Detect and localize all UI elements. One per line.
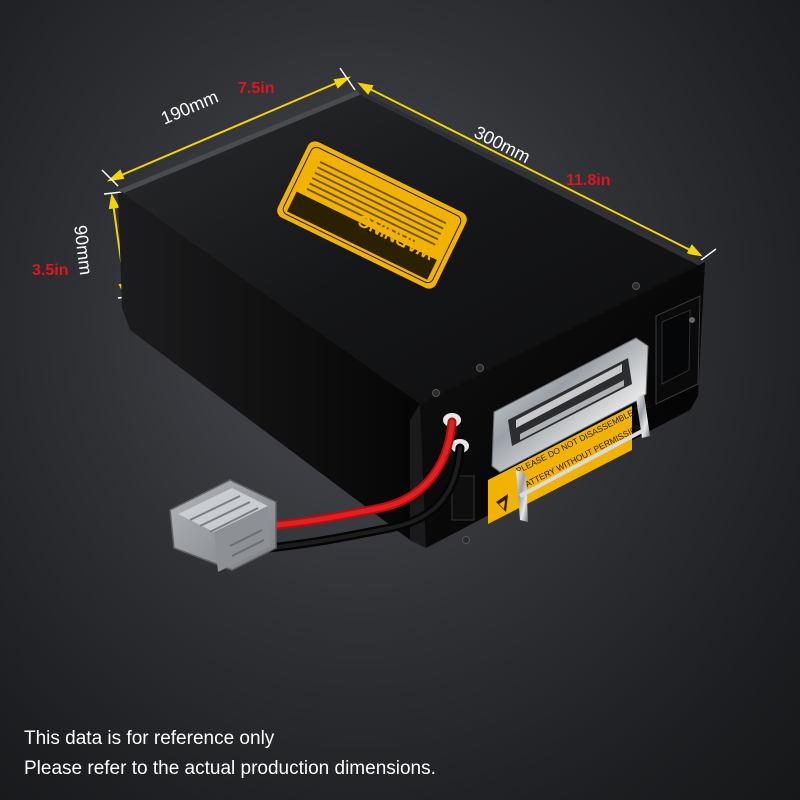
caption-line-2: Please refer to the actual production di… <box>24 758 436 779</box>
length-in-label: 11.8in <box>566 172 611 189</box>
voltage-display <box>655 295 701 405</box>
width-in-label: 7.5in <box>238 80 275 97</box>
caption-line-1: This data is for reference only <box>24 728 275 749</box>
warning-label <box>277 141 467 289</box>
height-in-label: 3.5in <box>32 262 69 279</box>
power-cables <box>257 417 465 553</box>
battery-body <box>118 90 705 548</box>
carry-handle <box>491 337 650 522</box>
anderson-connector <box>169 479 277 572</box>
